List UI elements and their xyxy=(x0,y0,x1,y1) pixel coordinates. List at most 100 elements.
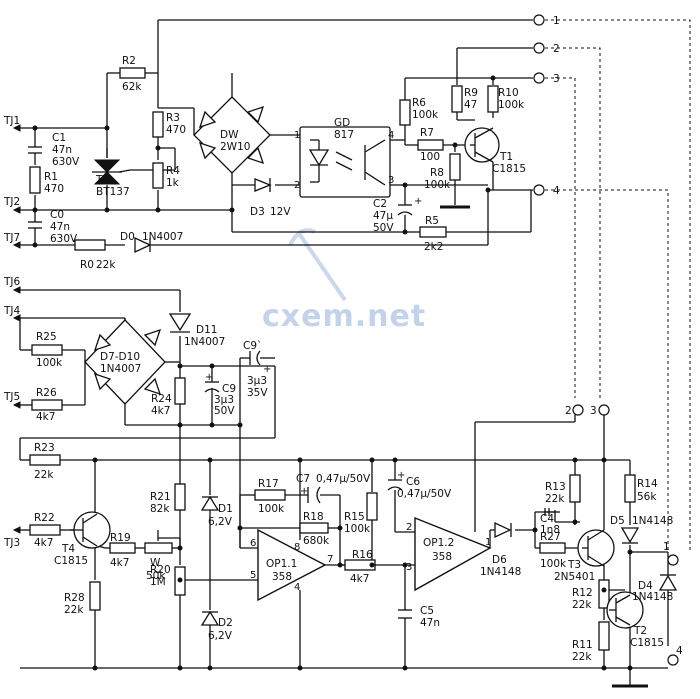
label-gd-ref: GD xyxy=(334,117,350,129)
label-tj5: TJ5 xyxy=(3,391,20,403)
label-c9-plus: + xyxy=(205,372,213,383)
label-d5-ref: D5 xyxy=(610,515,625,527)
label-r2-value: 62k xyxy=(122,81,142,93)
top-section-wiring xyxy=(20,19,691,646)
label-r12-value: 22k xyxy=(572,599,592,611)
label-r10-value: 100k xyxy=(498,99,525,111)
r10-body xyxy=(487,85,499,113)
label-c5-ref: C5 xyxy=(420,605,434,617)
label-r14-ref: R14 xyxy=(637,478,658,490)
label-c7: C7 xyxy=(296,473,310,485)
dw-diode-3 xyxy=(198,141,217,160)
label-conn-4: 4 xyxy=(553,185,560,197)
terminal-3-top xyxy=(533,72,545,84)
label-r8-ref: R8 xyxy=(430,167,444,179)
label-r15-value: 100k xyxy=(344,523,371,535)
label-t3-ref: T3 xyxy=(567,559,581,571)
label-gd-pin2: 2 xyxy=(294,180,300,191)
r9-body xyxy=(451,85,463,113)
label-c9-rating: 50V xyxy=(214,405,235,417)
label-conn-mid-2: 2 xyxy=(565,405,572,417)
label-op11-ref: OP1.1 xyxy=(266,558,297,570)
label-dw-value: 2W10 xyxy=(220,141,250,153)
label-c1-ref: C1 xyxy=(52,132,66,144)
label-r28-ref: R28 xyxy=(64,592,85,604)
terminal-4-top xyxy=(533,184,545,196)
label-gd-value: 817 xyxy=(334,129,354,141)
label-r25-ref: R25 xyxy=(36,331,57,343)
label-r20-ref: R20 xyxy=(150,564,171,576)
dw-diode-4 xyxy=(246,146,265,165)
label-d0-ref: D0 xyxy=(120,231,135,243)
label-op12-pin1: 1 xyxy=(485,537,491,548)
label-d1-value: 6,2V xyxy=(208,516,233,528)
label-c9-ref: C9 xyxy=(222,383,236,395)
r26-body xyxy=(31,399,63,411)
label-bridge-ref: D7-D10 xyxy=(100,351,140,363)
label-r7-value: 100 xyxy=(420,151,440,163)
label-r13-ref: R13 xyxy=(545,481,566,493)
label-r18-value: 680k xyxy=(303,535,330,547)
label-r28-value: 22k xyxy=(64,604,84,616)
terminal-1-top xyxy=(533,14,545,26)
tj2-arrow xyxy=(12,206,21,214)
label-t4-value: C1815 xyxy=(54,555,88,567)
label-d1-ref: D1 xyxy=(218,503,233,515)
label-tj2: TJ2 xyxy=(3,196,20,208)
label-op12-value: 358 xyxy=(432,551,452,563)
r5-body xyxy=(419,226,447,238)
labels: TJ1 TJ2 TJ7 TJ6 TJ4 TJ5 TJ3 1 2 3 4 2 3 … xyxy=(3,15,683,663)
label-op12-ref: OP1.2 xyxy=(423,537,454,549)
label-r16-ref: R16 xyxy=(352,549,373,561)
label-d2-value: 6,2V xyxy=(208,630,233,642)
middle-section-wiring xyxy=(19,289,276,548)
r11-body xyxy=(598,621,610,651)
label-t2-value: C1815 xyxy=(630,637,664,649)
connector-terminals xyxy=(12,14,679,666)
label-tj3: TJ3 xyxy=(3,537,20,549)
label-c6-value: 0,47μ/50V xyxy=(397,488,452,500)
label-t4-ref: T4 xyxy=(61,543,75,555)
label-d5-value: 1N4148 xyxy=(632,515,673,527)
label-op11-pin4: 4 xyxy=(294,582,300,593)
label-r21-value: 82k xyxy=(150,503,170,515)
label-d11-ref: D11 xyxy=(196,324,217,336)
label-conn-bot-1: 1 xyxy=(663,541,670,553)
watermark: cxem.net xyxy=(262,228,425,334)
bottom-section-components xyxy=(29,454,678,651)
label-tj4: TJ4 xyxy=(3,305,21,317)
bridge-diode-2 xyxy=(143,328,162,347)
label-dw-ref: DW xyxy=(220,129,239,141)
label-r5-value: 2k2 xyxy=(424,241,443,253)
label-t2-ref: T2 xyxy=(633,625,647,637)
label-t1-ref: T1 xyxy=(499,151,513,163)
d5-body xyxy=(620,527,640,544)
label-gd-pin3: 3 xyxy=(388,175,394,186)
tj4-arrow xyxy=(12,314,21,322)
label-c0-value: 47n xyxy=(50,221,70,233)
label-op12-pin3: 3 xyxy=(406,562,412,573)
label-r23-ref: R23 xyxy=(34,442,55,454)
label-r10-ref: R10 xyxy=(498,87,519,99)
label-r20-value: 1M xyxy=(150,576,166,588)
label-r27-value: 100k xyxy=(540,558,567,570)
label-conn-2: 2 xyxy=(553,43,560,55)
label-r16-value: 4k7 xyxy=(350,573,369,585)
bridge-diode-1 xyxy=(93,333,112,352)
label-c7-plus: + xyxy=(300,486,308,497)
label-c2-value: 47μ xyxy=(373,210,393,222)
label-r12-ref: R12 xyxy=(572,587,593,599)
label-triac-value: BT137 xyxy=(96,186,130,198)
bridge-diode-4 xyxy=(143,377,162,396)
label-r19-value: 4k7 xyxy=(110,557,129,569)
label-c6-plus: + xyxy=(397,470,405,481)
label-w-ref: W xyxy=(150,557,161,569)
label-d2-ref: D2 xyxy=(218,617,233,629)
bridge-diode-3 xyxy=(93,372,112,391)
r17-body xyxy=(254,489,286,501)
junction-dots xyxy=(32,75,633,671)
tj7-arrow xyxy=(12,241,21,249)
label-triac-ref: T xyxy=(95,174,103,186)
d4-body xyxy=(658,574,678,591)
